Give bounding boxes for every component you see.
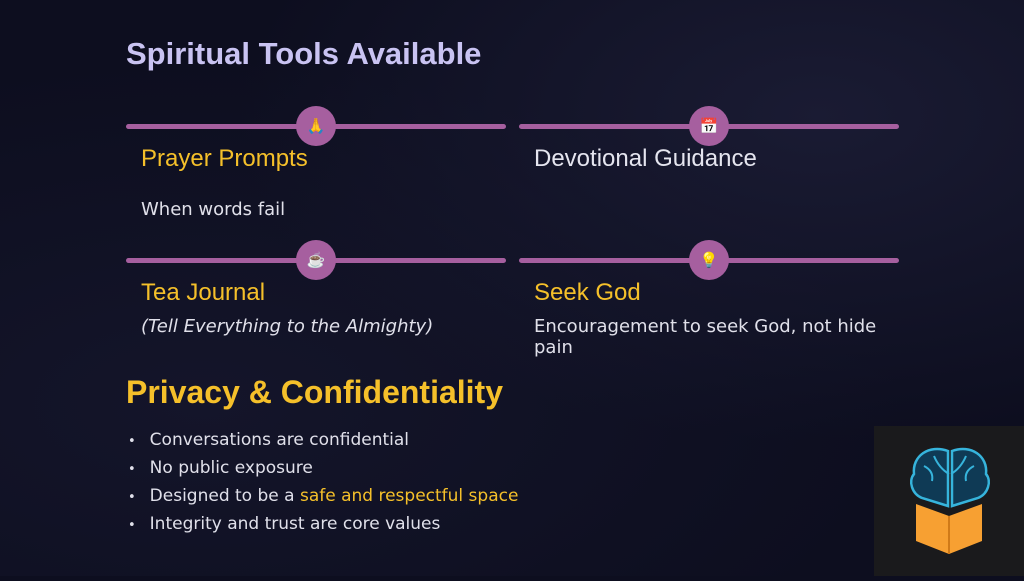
tool-desc: When words fail <box>141 199 286 220</box>
highlight-text: safe and respectful space <box>299 486 519 506</box>
tool-card-tea-journal: ☕ Tea Journal (Tell Everything to the Al… <box>126 240 506 365</box>
item-text: Integrity and trust are core values <box>149 514 441 534</box>
privacy-list: Conversations are confidential No public… <box>128 426 519 538</box>
page-title: Spiritual Tools Available <box>126 36 482 71</box>
item-text: Conversations are confidential <box>149 430 410 450</box>
list-item: No public exposure <box>128 454 518 482</box>
tool-card-seek-god: 💡 Seek God Encouragement to seek God, no… <box>519 240 919 365</box>
list-item: Conversations are confidential <box>128 426 518 454</box>
tea-cup-icon: ☕ <box>296 240 336 280</box>
tool-desc: (Tell Everything to the Almighty) <box>141 316 434 337</box>
tool-title: Seek God <box>534 279 641 306</box>
lightbulb-icon: 💡 <box>689 240 729 280</box>
list-item: Designed to be a safe and respectful spa… <box>128 482 519 510</box>
tool-card-prayer: 🙏 Prayer Prompts When words fail <box>126 106 506 231</box>
tool-desc: Encouragement to seek God, not hide pain <box>534 316 877 358</box>
tool-title: Tea Journal <box>141 279 266 306</box>
praying-icon: 🙏 <box>296 106 336 146</box>
tool-title: Prayer Prompts <box>141 145 308 172</box>
tool-card-devotional: 📅 Devotional Guidance <box>519 106 899 231</box>
calendar-check-icon: 📅 <box>689 106 729 146</box>
brain-book-logo <box>874 426 1024 576</box>
tool-title: Devotional Guidance <box>534 145 757 172</box>
item-text: No public exposure <box>149 458 313 478</box>
item-text: Designed to be a <box>149 486 300 506</box>
list-item: Integrity and trust are core values <box>128 510 518 538</box>
privacy-heading: Privacy & Confidentiality <box>126 374 503 410</box>
